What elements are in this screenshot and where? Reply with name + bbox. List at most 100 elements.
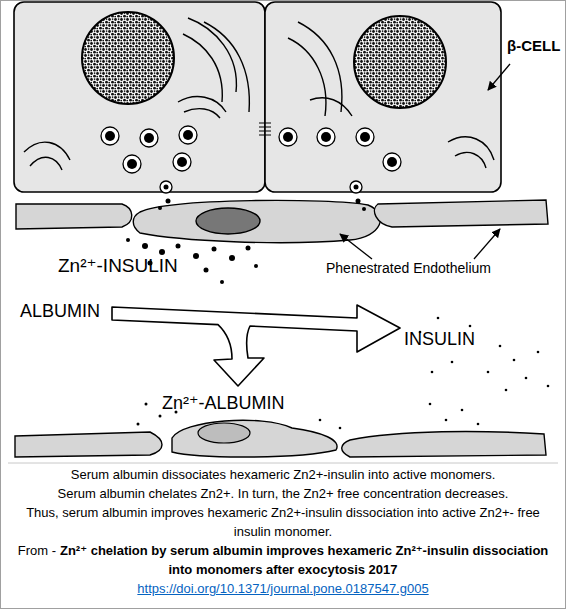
- granule: [140, 129, 158, 147]
- particle: [142, 243, 148, 249]
- granule: [317, 128, 335, 146]
- granule-core: [164, 185, 169, 190]
- leader-arrow: [474, 229, 500, 259]
- beta-cell: [14, 2, 265, 192]
- source-prefix: From -: [18, 543, 56, 558]
- er-membrane: [188, 18, 236, 92]
- particle: [246, 246, 251, 251]
- granule: [356, 128, 374, 146]
- particle: [537, 351, 540, 354]
- golgi-membrane: [184, 109, 220, 118]
- particle: [451, 361, 454, 364]
- nucleus: [82, 12, 174, 104]
- molecule-label: ALBUMIN: [20, 302, 100, 322]
- particle: [254, 264, 258, 268]
- particle: [505, 389, 508, 392]
- granule-core: [177, 157, 187, 167]
- granule: [101, 127, 119, 145]
- granule-core: [183, 130, 193, 140]
- exocytosis-pore: [350, 181, 362, 193]
- particle: [499, 345, 502, 348]
- er-membrane: [298, 22, 342, 112]
- particle: [429, 403, 432, 406]
- particle: [362, 207, 366, 211]
- particle: [204, 268, 209, 273]
- caption-line: Thus, serum albumin improves hexameric Z…: [26, 505, 540, 539]
- er-membrane: [288, 38, 326, 116]
- molecule-label: Zn²⁺-INSULIN: [58, 256, 178, 277]
- particle: [145, 403, 148, 406]
- caption-row: https://doi.org/10.1371/journal.pone.018…: [8, 579, 558, 598]
- golgi-membrane: [178, 97, 226, 112]
- particle: [126, 238, 130, 242]
- particle: [547, 385, 550, 388]
- particle: [487, 371, 490, 374]
- caption-row: From - Zn²⁺ chelation by serum albumin im…: [8, 541, 558, 579]
- exocytosis-pore: [160, 181, 172, 193]
- er-membrane: [455, 152, 486, 168]
- particle: [445, 419, 448, 422]
- particle: [469, 325, 472, 328]
- endothelial-cell: [342, 432, 546, 457]
- granule-core: [387, 157, 397, 167]
- particle: [437, 317, 440, 320]
- granule-core: [354, 185, 359, 190]
- particle: [166, 199, 171, 204]
- particle: [525, 377, 528, 380]
- endothelial-cell: [16, 204, 132, 229]
- particle: [431, 371, 434, 374]
- granule: [279, 128, 297, 146]
- caption-row: Serum albumin dissociates hexameric Zn2+…: [8, 465, 558, 484]
- endothelial-nucleus: [196, 208, 260, 234]
- endothelial-cell: [172, 420, 337, 457]
- endothelial-cell: [374, 200, 548, 227]
- leader-arrow: [340, 234, 372, 259]
- reaction-arrow: [112, 305, 400, 386]
- granule: [173, 153, 191, 171]
- particle: [461, 409, 464, 412]
- er-membrane: [448, 137, 494, 160]
- molecule-label: INSULIN: [404, 330, 475, 350]
- organelles: [24, 18, 494, 170]
- granule-core: [283, 132, 293, 142]
- caption-divider: [8, 463, 558, 464]
- granule-core: [105, 131, 115, 141]
- source-title: Zn²⁺ chelation by serum albumin improves…: [60, 543, 548, 577]
- particle: [176, 244, 181, 249]
- granule-core: [360, 132, 370, 142]
- endothelial-nucleus: [198, 423, 250, 443]
- leader-arrow: [488, 64, 510, 90]
- caption-line: Serum albumin chelates Zn2+. In turn, th…: [58, 486, 509, 501]
- particle: [477, 423, 480, 426]
- molecule-label: Zn²⁺-ALBUMIN: [162, 394, 285, 414]
- er-membrane: [183, 34, 222, 102]
- granule: [123, 155, 141, 173]
- granule: [179, 126, 197, 144]
- particle: [229, 255, 235, 261]
- caption-row: Serum albumin chelates Zn2+. In turn, th…: [8, 484, 558, 503]
- particle: [193, 253, 199, 259]
- cell-junction: [259, 123, 271, 135]
- er-membrane: [30, 157, 62, 170]
- caption-line: Serum albumin dissociates hexameric Zn2+…: [71, 467, 496, 482]
- particle: [220, 280, 224, 284]
- particle: [158, 206, 162, 210]
- particle: [513, 359, 516, 362]
- cell-label: β-CELL: [507, 38, 560, 55]
- endothelial-cell: [15, 432, 162, 457]
- particle: [319, 419, 322, 422]
- granule-core: [321, 132, 331, 142]
- particle: [339, 427, 342, 430]
- granules: [101, 126, 401, 193]
- granule-core: [127, 159, 137, 169]
- particle: [137, 423, 140, 426]
- caption-row: Thus, serum albumin improves hexameric Z…: [8, 503, 558, 541]
- particle: [159, 249, 165, 255]
- caption-block: Serum albumin dissociates hexameric Zn2+…: [8, 465, 558, 598]
- particle: [356, 199, 361, 204]
- golgi-membrane: [310, 98, 352, 116]
- source-link: https://doi.org/10.1371/journal.pone.018…: [137, 581, 428, 596]
- particle: [212, 247, 217, 252]
- nucleus: [354, 16, 446, 108]
